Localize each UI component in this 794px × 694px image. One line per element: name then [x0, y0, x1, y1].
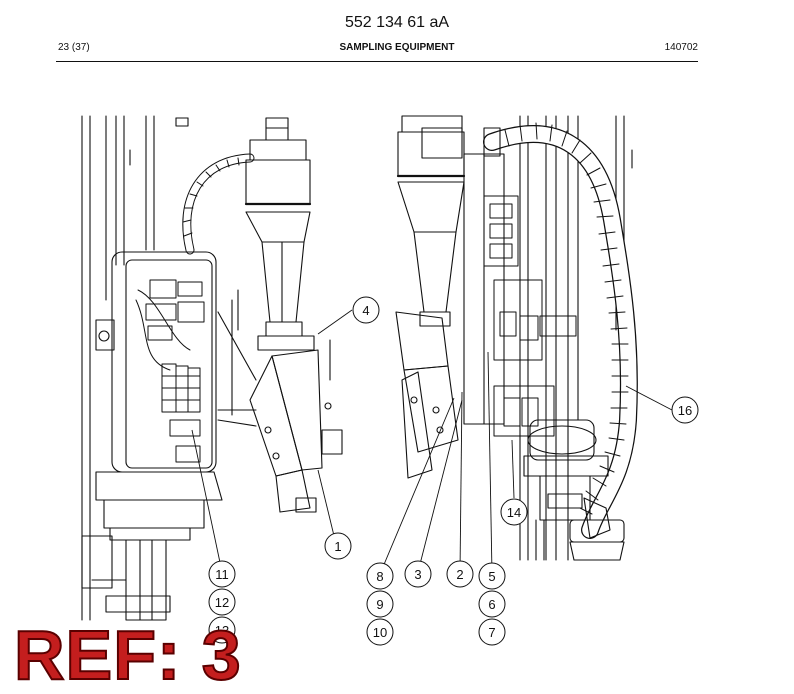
callout-14: 14 [500, 498, 528, 526]
leader-lines [191, 309, 673, 575]
svg-text:16: 16 [678, 403, 692, 418]
callout-7: 7 [478, 618, 506, 646]
callout-16: 16 [671, 396, 699, 424]
callout-2: 2 [446, 560, 474, 588]
right-assembly [395, 115, 638, 561]
svg-text:12: 12 [215, 595, 229, 610]
svg-text:13: 13 [215, 623, 229, 638]
header-rule [56, 61, 698, 62]
callout-3: 3 [404, 560, 432, 588]
svg-text:3: 3 [414, 567, 421, 582]
svg-text:1: 1 [334, 539, 341, 554]
callout-1: 1 [324, 532, 352, 560]
svg-text:4: 4 [362, 303, 369, 318]
callout-13: 13 [208, 616, 236, 644]
page-number: 23 (37) [58, 42, 90, 53]
svg-text:8: 8 [376, 569, 383, 584]
callout-8: 8 [366, 562, 394, 590]
svg-text:6: 6 [488, 597, 495, 612]
callout-12: 12 [208, 588, 236, 616]
callout-4: 4 [352, 296, 380, 324]
ref-stamp: REF: 3 [13, 616, 242, 694]
callout-11: 11 [208, 560, 236, 588]
svg-text:14: 14 [507, 505, 521, 520]
left-assembly [81, 115, 343, 621]
svg-text:5: 5 [488, 569, 495, 584]
callout-5: 5 [478, 562, 506, 590]
svg-text:9: 9 [376, 597, 383, 612]
section-title: SAMPLING EQUIPMENT [339, 42, 455, 53]
document-number: 552 134 61 aA [344, 14, 450, 31]
callout-6: 6 [478, 590, 506, 618]
svg-text:10: 10 [373, 625, 387, 640]
svg-text:7: 7 [488, 625, 495, 640]
callout-9: 9 [366, 590, 394, 618]
svg-text:11: 11 [215, 567, 229, 582]
date-code: 140702 [664, 42, 698, 53]
svg-text:2: 2 [456, 567, 463, 582]
callout-bubbles: 4 1 11 12 13 8 9 10 3 2 5 6 7 14 16 [208, 296, 699, 646]
callout-10: 10 [366, 618, 394, 646]
